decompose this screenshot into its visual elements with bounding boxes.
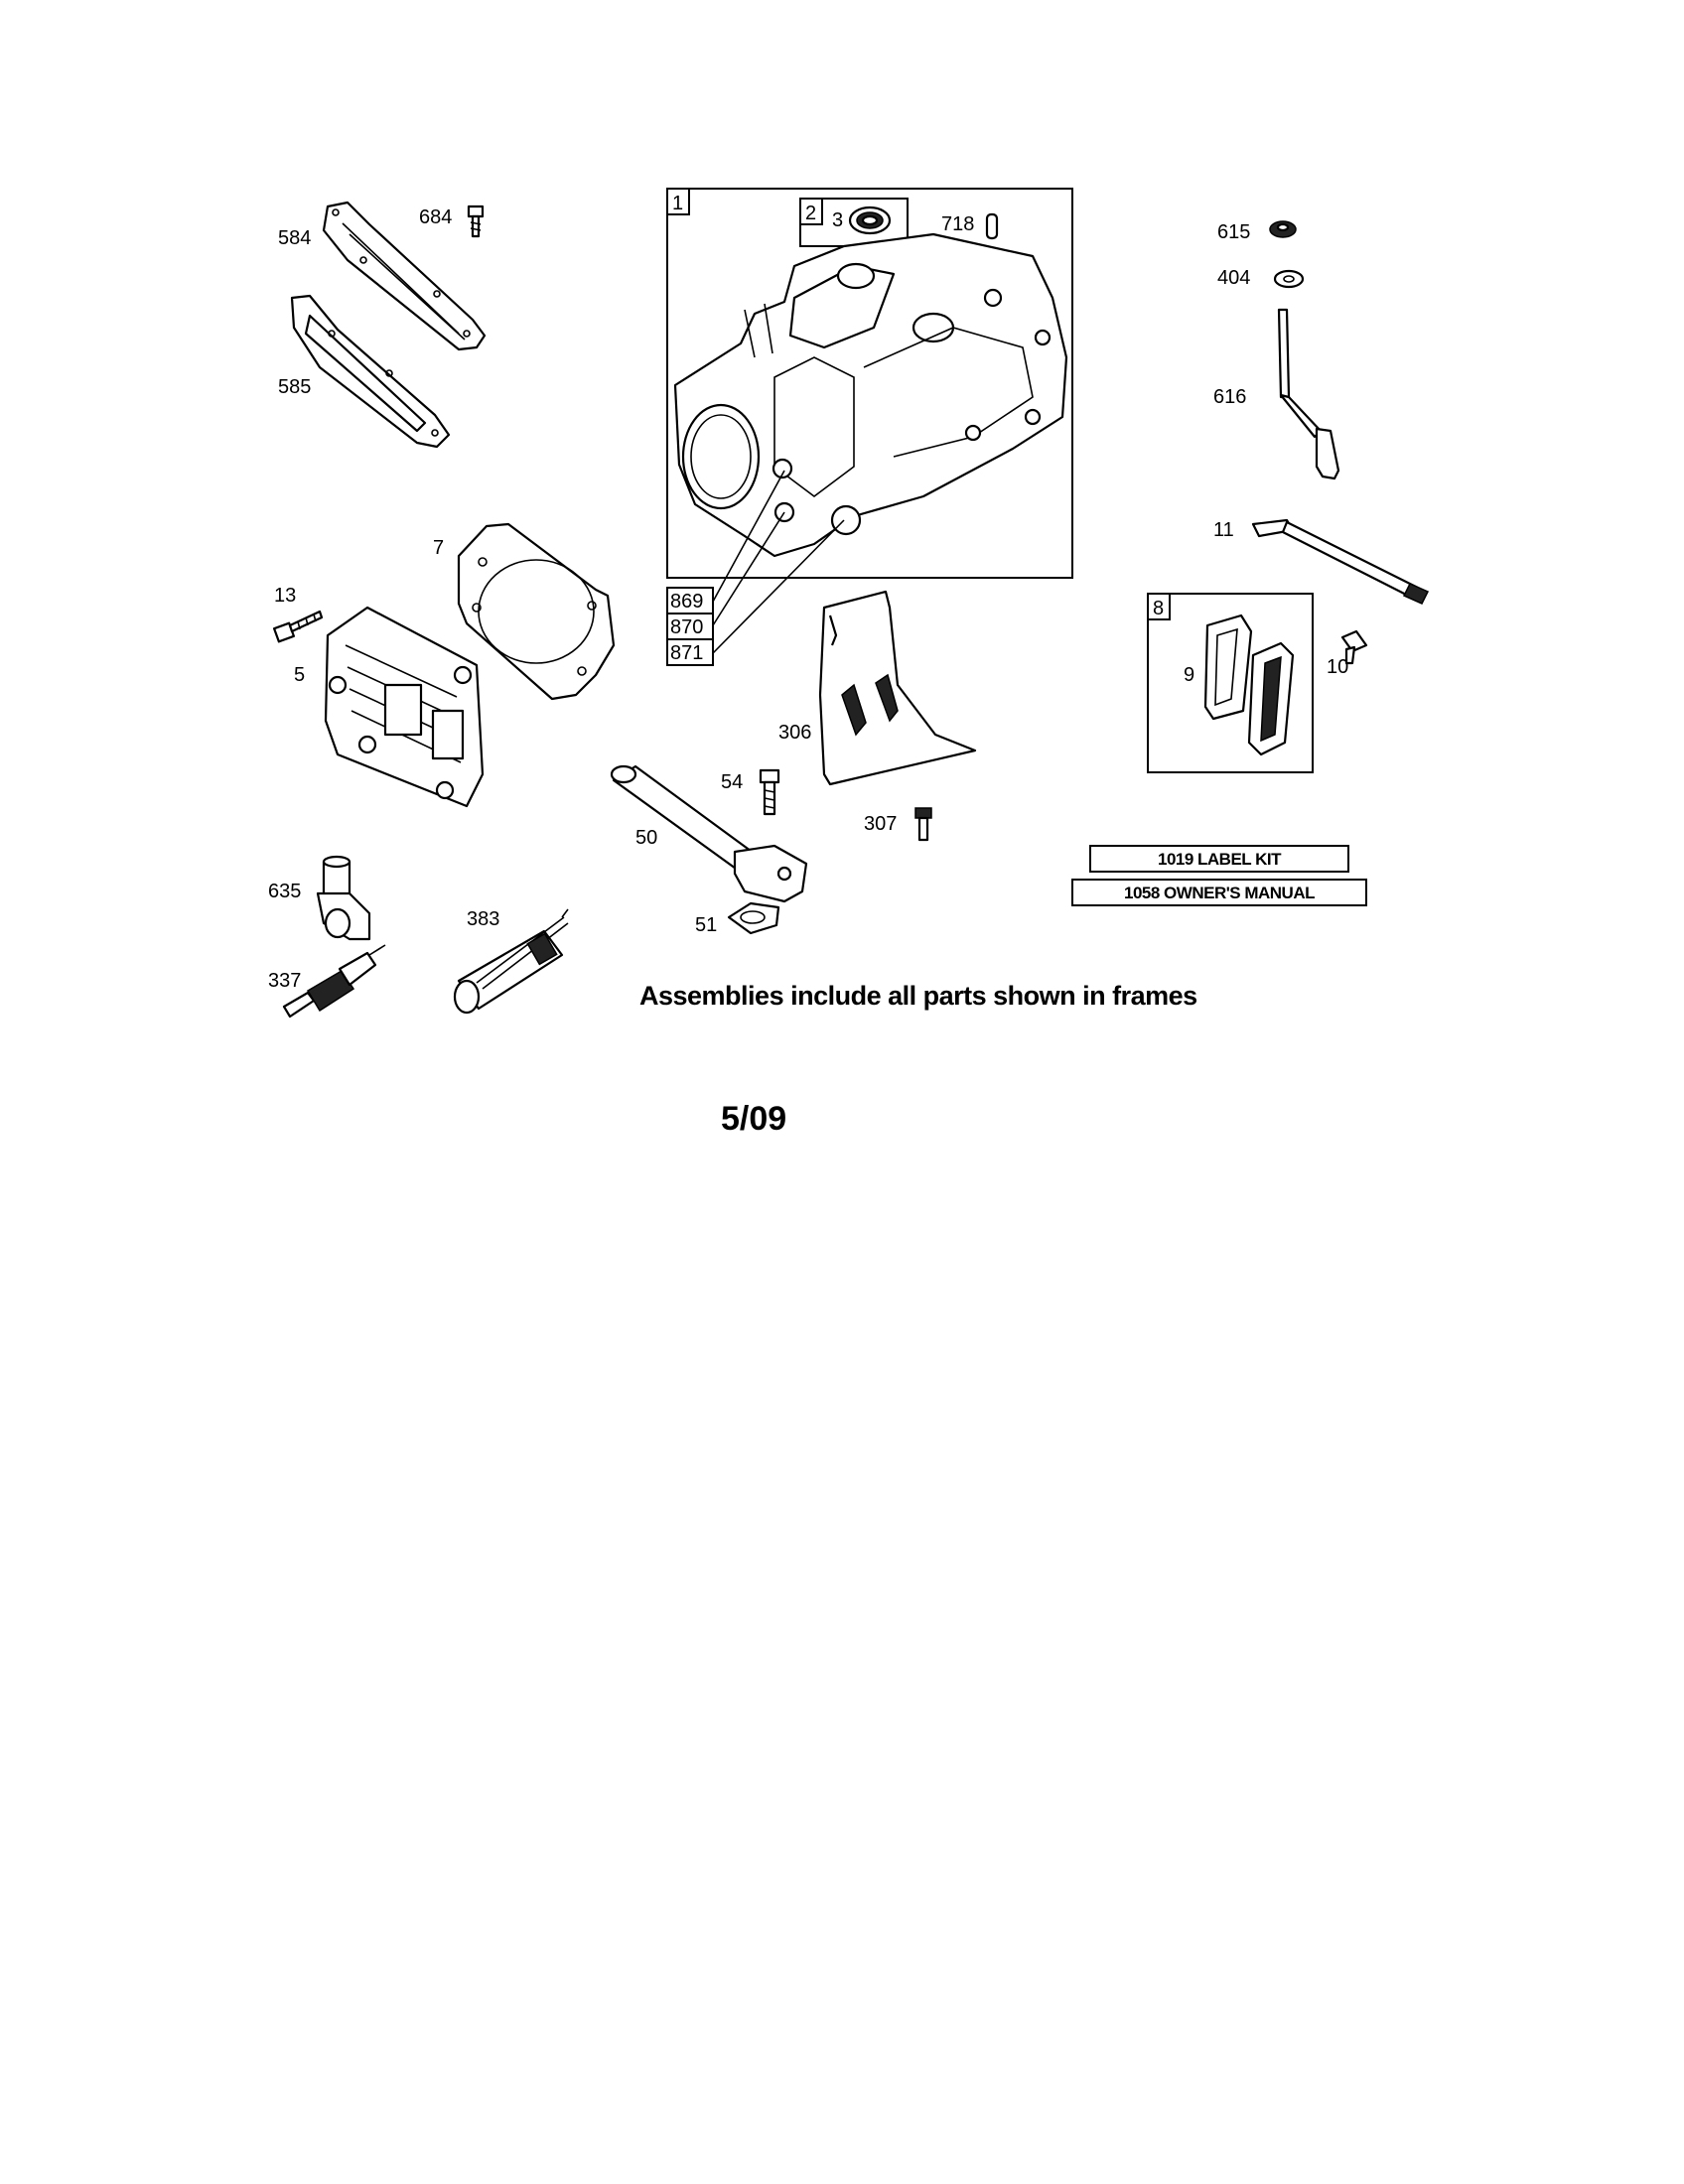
frame-8-breather-assembly <box>1147 593 1314 773</box>
kit-label-kit-text: 1019 LABEL KIT <box>1158 850 1282 869</box>
part-684-bolt <box>467 205 485 238</box>
label-383: 383 <box>467 908 499 930</box>
label-585: 585 <box>278 376 311 398</box>
label-870: 870 <box>670 616 703 638</box>
label-337: 337 <box>268 970 301 992</box>
part-3-oil-seal <box>848 205 892 235</box>
part-8-breather-cover <box>1247 641 1295 756</box>
part-50-dipstick-tube <box>610 764 808 903</box>
label-10: 10 <box>1327 656 1348 678</box>
part-307-screw <box>914 807 932 842</box>
part-635-elbow-fitting <box>316 855 371 941</box>
label-404: 404 <box>1217 267 1250 289</box>
part-383-spark-plug-wrench <box>453 908 569 1015</box>
part-616-governor-shaft <box>1277 308 1340 480</box>
part-10-screw <box>1340 629 1368 665</box>
part-11-governor-crank <box>1251 518 1430 605</box>
label-869: 869 <box>670 591 703 613</box>
kit-box-owners-manual <box>1071 879 1367 906</box>
frame-2-number-box <box>799 198 823 225</box>
label-871: 871 <box>670 642 703 664</box>
part-585-gasket <box>290 294 451 449</box>
label-7: 7 <box>433 537 444 559</box>
part-51-gasket <box>727 901 780 935</box>
part-337-spark-plug <box>282 944 386 1019</box>
label-2: 2 <box>805 203 816 224</box>
label-3: 3 <box>832 209 843 231</box>
part-54-bolt <box>759 768 780 816</box>
label-8: 8 <box>1153 598 1164 619</box>
part-13-bolt <box>272 610 324 643</box>
label-1: 1 <box>672 193 683 214</box>
part-306-air-guide-shield <box>818 590 977 786</box>
label-13: 13 <box>274 585 296 607</box>
kit-box-label-kit <box>1089 845 1349 873</box>
part-1-crankcase <box>673 232 1068 558</box>
label-306: 306 <box>778 722 811 744</box>
date-code: 5/09 <box>721 1100 786 1138</box>
label-584: 584 <box>278 227 311 249</box>
label-615: 615 <box>1217 221 1250 243</box>
label-684: 684 <box>419 206 452 228</box>
part-5-cylinder-head <box>324 606 485 808</box>
kit-owners-manual-text: 1058 OWNER'S MANUAL <box>1124 884 1315 902</box>
label-54: 54 <box>721 771 743 793</box>
part-718-dowel-pin <box>985 212 999 240</box>
part-404-washer <box>1273 269 1305 289</box>
label-50: 50 <box>635 827 657 849</box>
part-615-nut <box>1269 220 1297 238</box>
part-9-breather-gasket <box>1203 614 1253 721</box>
label-307: 307 <box>864 813 897 835</box>
frame-1-crankcase-assembly <box>666 188 1073 579</box>
label-718: 718 <box>941 213 974 235</box>
label-9: 9 <box>1184 664 1194 686</box>
frame-8-number-box <box>1147 593 1171 620</box>
leader-lines-869-870-871 <box>712 470 845 654</box>
assemblies-note: Assemblies include all parts shown in fr… <box>639 981 1197 1011</box>
label-616: 616 <box>1213 386 1246 408</box>
part-584-valve-cover-plate <box>322 201 487 351</box>
label-5: 5 <box>294 664 305 686</box>
label-51: 51 <box>695 914 717 936</box>
label-11: 11 <box>1213 519 1234 541</box>
frame-1-number-box <box>666 188 690 215</box>
label-635: 635 <box>268 881 301 902</box>
part-7-head-gasket <box>457 522 616 701</box>
